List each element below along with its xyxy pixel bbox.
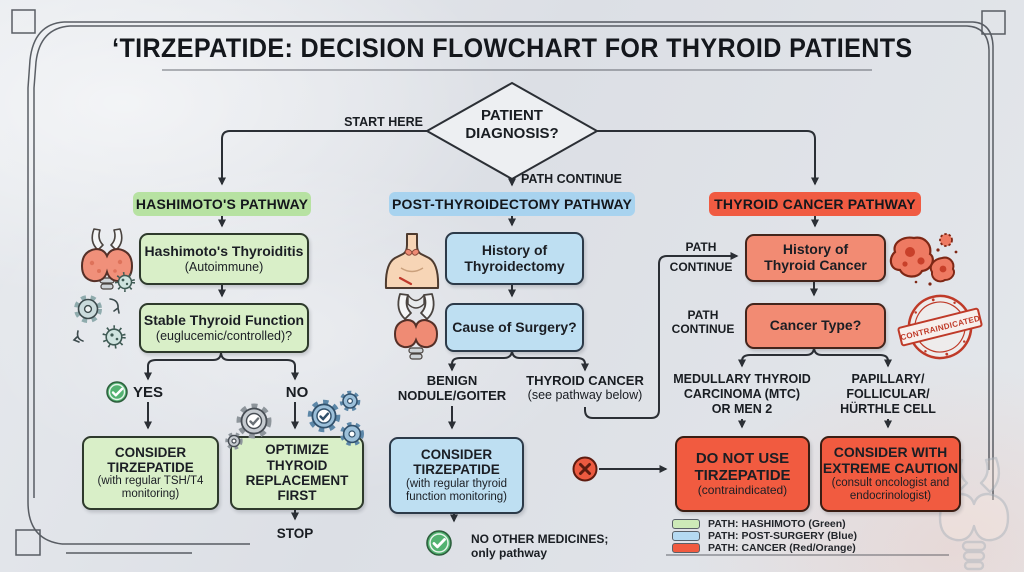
torso-icon — [384, 233, 440, 289]
legend-item-hashimoto: PATH: HASHIMOTO (Green) — [672, 518, 857, 530]
gear-check-gray-icon — [225, 403, 272, 450]
legend-swatch-green — [672, 518, 700, 529]
yes-label: YES — [133, 384, 164, 401]
x-circle-icon — [572, 456, 598, 482]
mtc-branch-label: MEDULLARY THYROID CARCINOMA (MTC) OR MEN… — [673, 372, 811, 416]
optimize-thyroid-box: OPTIMIZE THYROID REPLACEMENT FIRST — [230, 436, 364, 510]
decision-diamond — [424, 81, 600, 181]
gear-check-blue-icon — [307, 390, 364, 446]
thyroid-larynx-icon — [393, 293, 439, 360]
consider-tirzepatide-blue-box: CONSIDER TIRZEPATIDE (with regular thyro… — [389, 437, 524, 514]
history-of-thyroid-cancer-box: History of Thyroid Cancer — [745, 234, 886, 282]
thyroid-gland-icon — [80, 228, 135, 292]
history-of-thyroidectomy-box: History of Thyroidectomy — [445, 232, 584, 285]
decision-label: PATIENT DIAGNOSIS? — [465, 107, 559, 142]
cancer-cells-icon — [889, 233, 958, 286]
legend-item-post-surgery: PATH: POST-SURGERY (Blue) — [672, 530, 857, 542]
path-continue-2-label: PATH CONTINUE — [671, 308, 735, 337]
decorative-frame — [11, 9, 1006, 556]
no-other-medicines-note: NO OTHER MEDICINES; only pathway — [471, 532, 609, 561]
path-continue-label: PATH CONTINUE — [521, 172, 622, 186]
path-continue-1-label: PATH CONTINUE — [669, 240, 733, 275]
papillary-branch-label: PAPILLARY/ FOLLICULAR/ HÜRTHLE CELL — [840, 372, 936, 416]
no-label: NO — [285, 384, 309, 401]
legend-swatch-red — [672, 542, 700, 553]
do-not-use-tirzepatide-box: DO NOT USE TIRZEPATIDE (contraindicated) — [675, 436, 810, 512]
hashimoto-thyroiditis-box: Hashimoto's Thyroiditis (Autoimmune) — [139, 233, 309, 285]
post-thyroidectomy-pathway-header: POST-THYROIDECTOMY PATHWAY — [389, 192, 635, 216]
stop-label: STOP — [276, 526, 314, 541]
start-here-label: START HERE — [344, 115, 423, 129]
extreme-caution-box: CONSIDER WITH EXTREME CAUTION (consult o… — [820, 436, 961, 512]
legend-swatch-blue — [672, 530, 700, 541]
legend-item-cancer: PATH: CANCER (Red/Orange) — [672, 542, 857, 554]
gears-virus-icon — [72, 295, 126, 349]
legend: PATH: HASHIMOTO (Green) PATH: POST-SURGE… — [672, 518, 857, 554]
thyroid-cancer-branch-label: THYROID CANCER (see pathway below) — [526, 373, 644, 403]
cause-of-surgery-box: Cause of Surgery? — [445, 303, 584, 352]
cancer-type-box: Cancer Type? — [745, 303, 886, 349]
yes-check-icon — [106, 381, 128, 403]
thyroid-cancer-pathway-header: THYROID CANCER PATHWAY — [709, 192, 921, 216]
stable-thyroid-function-box: Stable Thyroid Function (euglucemic/cont… — [139, 303, 309, 353]
note-check-icon — [426, 530, 452, 556]
hashimoto-pathway-header: HASHIMOTO'S PATHWAY — [133, 192, 311, 216]
page-title: ‘TIRZEPATIDE: DECISION FLOWCHART FOR THY… — [111, 33, 913, 63]
contraindicated-stamp-icon: CONTRAINDICATED — [897, 294, 983, 360]
benign-nodule-label: BENIGN NODULE/GOITER — [397, 373, 507, 404]
consider-tirzepatide-green-box: CONSIDER TIRZEPATIDE (with regular TSH/T… — [82, 436, 219, 510]
